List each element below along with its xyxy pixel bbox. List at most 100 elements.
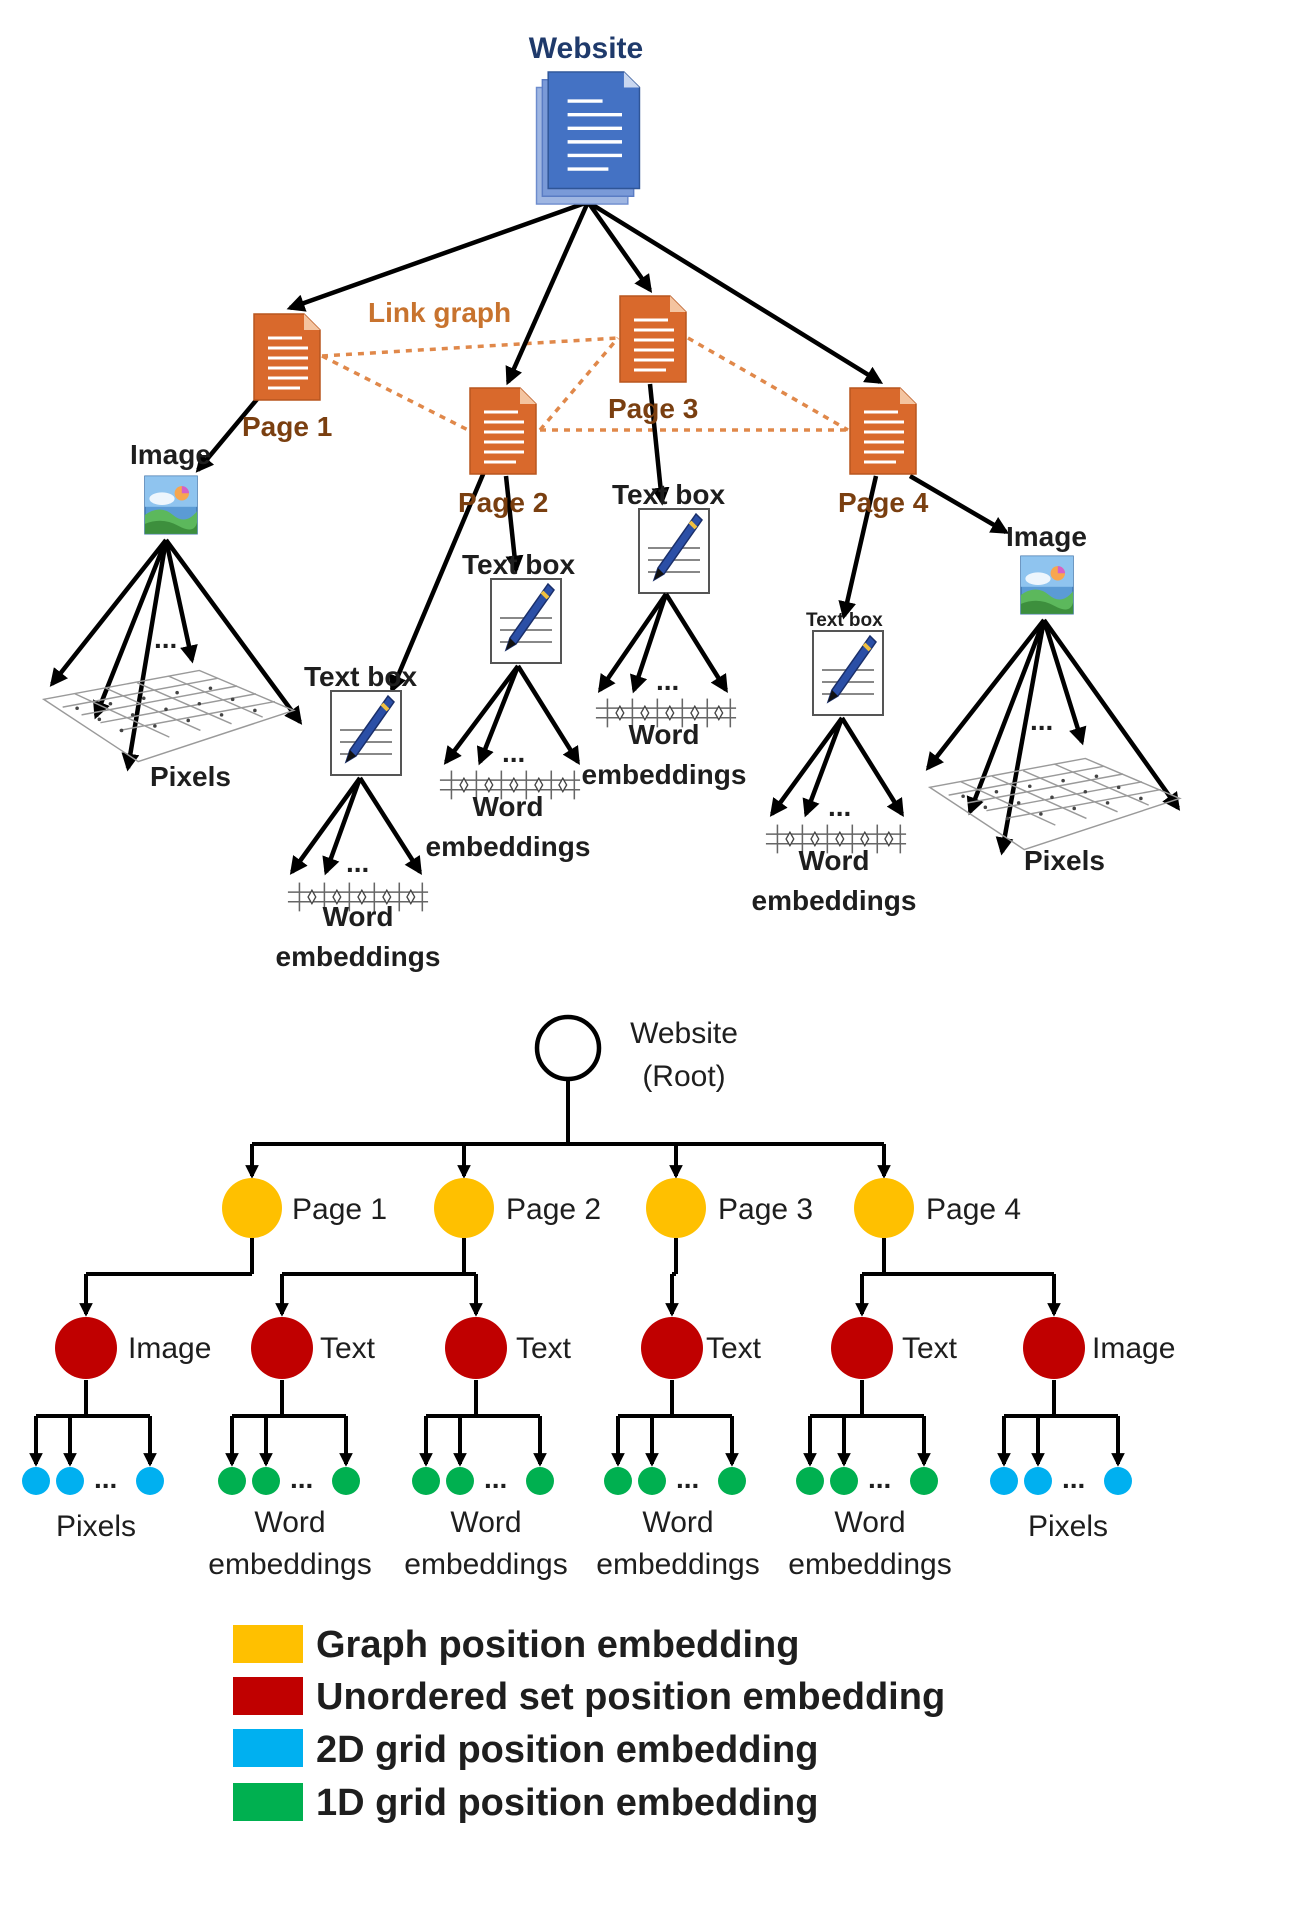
image-1-to-pixels-arrows	[49, 538, 303, 772]
tree-page-2-label: Page 2	[506, 1193, 601, 1226]
leaf-pixel	[1024, 1467, 1052, 1495]
page-3-icon	[618, 294, 688, 384]
image-2-icon	[1020, 555, 1074, 615]
textbox-a-icon	[330, 690, 402, 776]
tree-word-3-embeddings: embeddings	[596, 1548, 759, 1581]
pixels-1-ellipsis: ...	[154, 623, 177, 654]
leaf-word	[412, 1467, 440, 1495]
root-label-line2: (Root)	[642, 1060, 725, 1093]
tree-word-4-embeddings: embeddings	[788, 1548, 951, 1581]
tree-page-3-node	[646, 1178, 706, 1238]
tree-text-4-label: Text	[902, 1332, 958, 1365]
word-c-ellipsis: ...	[656, 665, 679, 696]
hierarchy-tree: Website (Root) Page 1 Page 2 Page 3 Page…	[22, 1014, 1175, 1581]
link-graph-label: Link graph	[368, 297, 511, 328]
tree-page-1-node	[222, 1178, 282, 1238]
textbox-c-icon	[638, 508, 710, 594]
textbox-d-icon	[812, 630, 884, 716]
textbox-b-icon	[490, 578, 562, 664]
tree-word-3-label: Word	[642, 1506, 713, 1539]
word-a-embeddings-label: embeddings	[276, 941, 441, 972]
tree-word-1-embeddings: embeddings	[208, 1548, 371, 1581]
word-b-embeddings-label: embeddings	[426, 831, 591, 862]
tree-page-4-node	[854, 1178, 914, 1238]
leaf-nodes	[22, 1467, 1132, 1495]
word-c-embeddings-label: embeddings	[582, 759, 747, 790]
pixel-grid-2	[929, 757, 1181, 851]
tree-word-4-label: Word	[834, 1506, 905, 1539]
leaf-word	[252, 1467, 280, 1495]
website-structure-illustration: Website Link graph Page 1 Page 2 Page 3 …	[43, 32, 1181, 972]
tree-page-2-node	[434, 1178, 494, 1238]
page-1-label: Page 1	[242, 411, 332, 442]
page-2-icon	[468, 386, 538, 476]
textbox-a-to-word-arrows	[289, 776, 422, 876]
tree-text-3-node	[641, 1317, 703, 1379]
image-1-label: Image	[130, 439, 211, 470]
legend-label-graph: Graph position embedding	[316, 1624, 799, 1666]
tree-image-1-label: Image	[128, 1332, 211, 1365]
tree-page-4-label: Page 4	[926, 1193, 1021, 1226]
leaf-ellipsis: ...	[484, 1463, 507, 1494]
leaf-word	[718, 1467, 746, 1495]
tree-image-1-node	[55, 1317, 117, 1379]
leaf-word	[446, 1467, 474, 1495]
tree-pixels-2-label: Pixels	[1028, 1510, 1108, 1543]
tree-page-1-label: Page 1	[292, 1193, 387, 1226]
leaf-word	[830, 1467, 858, 1495]
tree-text-1-node	[251, 1317, 313, 1379]
legend: Graph position embedding Unordered set p…	[233, 1624, 945, 1824]
textbox-b-to-word-arrows	[443, 664, 580, 766]
legend-swatch-1d-grid	[233, 1783, 303, 1821]
textbox-d-to-word-arrows	[769, 716, 904, 818]
leaf-pixel	[56, 1467, 84, 1495]
word-d-label: Word	[798, 845, 869, 876]
word-c-label: Word	[628, 719, 699, 750]
leaf-pixel	[990, 1467, 1018, 1495]
page-to-child-connectors	[79, 1238, 1061, 1317]
leaf-pixel	[136, 1467, 164, 1495]
leaf-word	[332, 1467, 360, 1495]
word-d-embeddings-label: embeddings	[752, 885, 917, 916]
page-4-label: Page 4	[838, 487, 929, 518]
tree-text-4-node	[831, 1317, 893, 1379]
legend-swatch-2d-grid	[233, 1729, 303, 1767]
textbox-a-label: Text box	[304, 661, 417, 692]
root-label-line1: Website	[630, 1017, 738, 1050]
tree-word-1-label: Word	[254, 1506, 325, 1539]
leaf-ellipsis: ...	[1062, 1463, 1085, 1494]
leaf-ellipsis: ...	[868, 1463, 891, 1494]
word-a-label: Word	[322, 901, 393, 932]
leaf-ellipsis: ...	[94, 1463, 117, 1494]
word-b-label: Word	[472, 791, 543, 822]
pixels-2-ellipsis: ...	[1030, 705, 1053, 736]
leaf-pixel	[1104, 1467, 1132, 1495]
legend-swatch-graph	[233, 1625, 303, 1663]
textbox-c-label: Text box	[612, 479, 725, 510]
textbox-b-label: Text box	[462, 549, 575, 580]
page-2-label: Page 2	[458, 487, 548, 518]
pixel-grid-1	[43, 669, 295, 763]
tree-text-1-label: Text	[320, 1332, 376, 1365]
pixels-2-label: Pixels	[1024, 845, 1105, 876]
tree-pixels-1-label: Pixels	[56, 1510, 136, 1543]
tree-text-3-label: Text	[706, 1332, 762, 1365]
page-to-child-arrows	[195, 383, 1010, 694]
tree-image-2-label: Image	[1092, 1332, 1175, 1365]
leaf-word	[910, 1467, 938, 1495]
leaf-word	[526, 1467, 554, 1495]
leaf-ellipsis: ...	[676, 1463, 699, 1494]
tree-word-2-embeddings: embeddings	[404, 1548, 567, 1581]
image-1-icon	[144, 475, 198, 535]
leaf-connectors	[29, 1380, 1125, 1467]
page-4-icon	[848, 386, 918, 476]
image-2-to-pixels-arrows	[925, 618, 1181, 856]
leaf-ellipsis: ...	[290, 1463, 313, 1494]
image-2-label: Image	[1006, 521, 1087, 552]
tree-page-3-label: Page 3	[718, 1193, 813, 1226]
page-3-label: Page 3	[608, 393, 698, 424]
leaf-word	[218, 1467, 246, 1495]
page-1-icon	[252, 312, 322, 402]
leaf-word	[604, 1467, 632, 1495]
